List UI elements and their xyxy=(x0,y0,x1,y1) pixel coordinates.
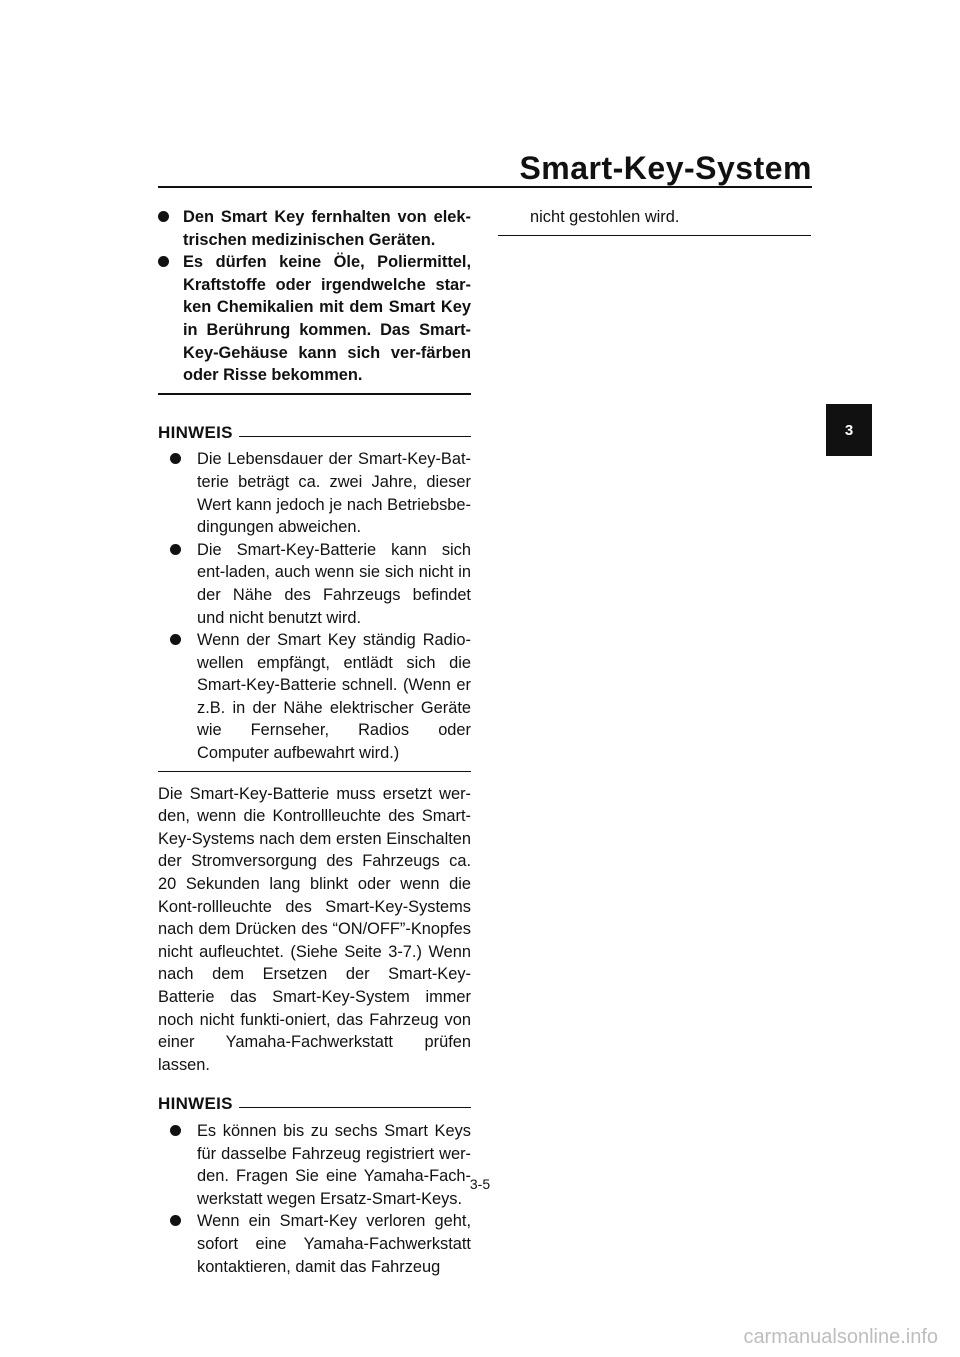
page-number: 3-5 xyxy=(469,1176,491,1192)
hinweis-line xyxy=(238,1107,471,1109)
hinweis-list: Die Lebensdauer der Smart-Key-Bat-terie … xyxy=(158,448,471,764)
hinweis-heading: HINWEIS xyxy=(158,422,471,445)
title-rule xyxy=(158,186,812,188)
note-text: Die Lebensdauer der Smart-Key-Bat-terie … xyxy=(197,450,471,537)
hinweis-label: HINWEIS xyxy=(158,422,233,442)
hinweis-end-rule xyxy=(158,770,471,772)
list-item: Es dürfen keine Öle, Poliermittel, Kraft… xyxy=(158,251,471,387)
warning-list: Den Smart Key fernhalten von elek-trisch… xyxy=(158,206,471,387)
continuation-text: nicht gestohlen wird. xyxy=(530,208,680,226)
hinweis-list: Es können bis zu sechs Smart Keys für da… xyxy=(158,1120,471,1278)
bullet-icon xyxy=(170,543,181,555)
watermark: carmanualsonline.info xyxy=(743,1326,938,1348)
list-item: Die Smart-Key-Batterie kann sich ent-lad… xyxy=(158,539,471,629)
list-item: Wenn ein Smart-Key verloren geht, sofort… xyxy=(158,1210,471,1278)
hinweis-heading: HINWEIS xyxy=(158,1093,471,1116)
warning-text: Den Smart Key fernhalten von elek-trisch… xyxy=(183,208,471,249)
note-end-rule xyxy=(498,234,811,236)
list-item: Es können bis zu sechs Smart Keys für da… xyxy=(158,1120,471,1210)
right-column: nicht gestohlen wird. xyxy=(498,206,811,236)
chapter-tab: 3 xyxy=(826,404,872,456)
bullet-icon xyxy=(158,256,169,268)
bullet-icon xyxy=(170,634,181,646)
page-title: Smart-Key-System xyxy=(519,150,812,186)
note-text: Wenn der Smart Key ständig Radio-wellen … xyxy=(197,631,471,763)
warning-end-rule xyxy=(158,392,471,395)
note-text: Wenn ein Smart-Key verloren geht, sofort… xyxy=(197,1212,471,1276)
hinweis-line xyxy=(238,435,471,437)
warning-text: Es dürfen keine Öle, Poliermittel, Kraft… xyxy=(183,253,471,385)
left-column: Den Smart Key fernhalten von elek-trisch… xyxy=(158,206,471,1278)
list-item: Die Lebensdauer der Smart-Key-Bat-terie … xyxy=(158,448,471,538)
bullet-icon xyxy=(170,1124,181,1136)
list-item: Den Smart Key fernhalten von elek-trisch… xyxy=(158,206,471,251)
bullet-icon xyxy=(158,211,169,222)
bullet-icon xyxy=(170,1215,181,1227)
hinweis-label: HINWEIS xyxy=(158,1094,233,1114)
note-text: Die Smart-Key-Batterie kann sich ent-lad… xyxy=(197,540,471,627)
bullet-icon xyxy=(170,453,181,465)
list-item: Wenn der Smart Key ständig Radio-wellen … xyxy=(158,629,471,765)
body-paragraph: Die Smart-Key-Batterie muss ersetzt wer-… xyxy=(158,784,471,1074)
note-text: Es können bis zu sechs Smart Keys für da… xyxy=(197,1121,471,1208)
